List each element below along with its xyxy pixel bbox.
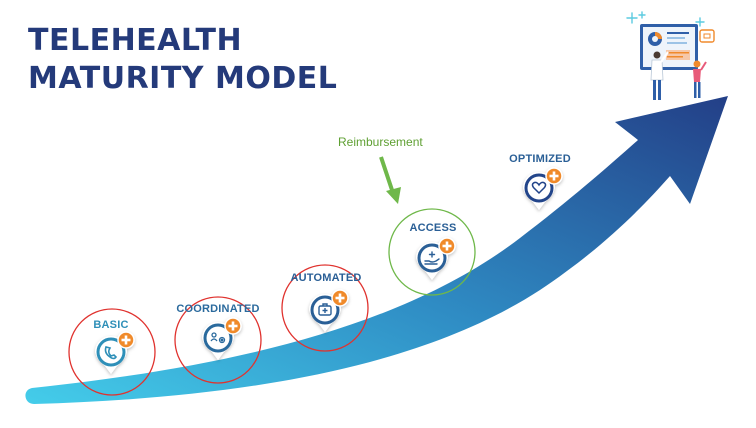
- reimbursement-annotation: Reimbursement: [338, 135, 423, 149]
- page-title: TELEHEALTH MATURITY MODEL: [28, 22, 337, 98]
- plus-badge-icon: [438, 237, 456, 255]
- patient-figure-icon: [693, 60, 707, 98]
- highlight-circle-automated: [281, 264, 369, 352]
- plus-badge-icon: [117, 331, 135, 349]
- stage-pin-optimized: [523, 167, 563, 210]
- medical-kit-icon: [318, 303, 332, 316]
- stage-pin-automated: [309, 289, 349, 332]
- stage-label-automated: AUTOMATED: [290, 272, 362, 284]
- stage-pin-basic: [95, 331, 135, 374]
- plus-badge-icon: [224, 317, 242, 335]
- sparkle-icon: [626, 11, 705, 27]
- title-line-2: MATURITY MODEL: [28, 61, 338, 96]
- heart-icon: [531, 181, 547, 195]
- stage-pin-coordinated: [202, 317, 242, 360]
- stage-label-coordinated: COORDINATED: [176, 303, 260, 315]
- stage-label-optimized: OPTIMIZED: [509, 153, 571, 165]
- stage-label-basic: BASIC: [93, 319, 129, 331]
- stage-label-access: ACCESS: [409, 222, 457, 234]
- people-gear-icon: [210, 332, 226, 344]
- reimbursement-arrow: [379, 156, 401, 204]
- plus-badge-icon: [331, 289, 349, 307]
- title-line-1: TELEHEALTH: [28, 23, 243, 58]
- doctor-figure-icon: [650, 51, 669, 100]
- pie-chart-icon: [648, 32, 662, 46]
- stage-pin-access: [416, 237, 456, 280]
- highlight-circle-coordinated: [174, 296, 262, 384]
- hand-plus-icon: [424, 251, 440, 265]
- chat-bubble-icon: [699, 29, 715, 43]
- phone-icon: [104, 346, 118, 360]
- growth-arrow: [25, 96, 729, 404]
- plus-badge-icon: [545, 167, 563, 185]
- highlight-circle-basic: [68, 308, 156, 396]
- dashboard-illustration: [626, 11, 715, 100]
- highlight-circle-access: [388, 208, 476, 296]
